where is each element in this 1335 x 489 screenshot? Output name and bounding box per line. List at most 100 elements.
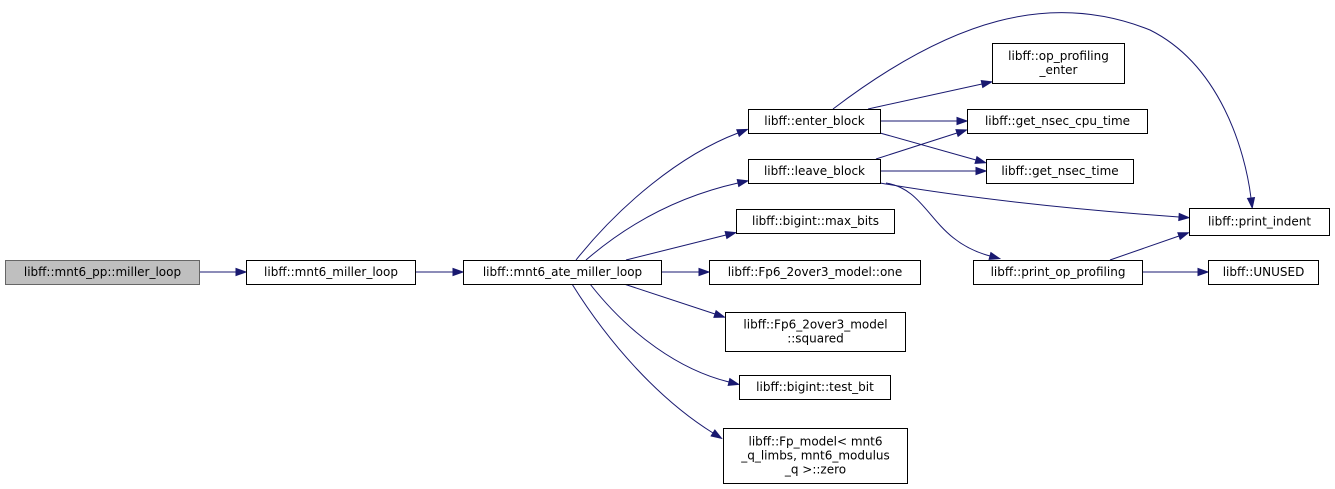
arrowhead-icon (736, 179, 750, 188)
node-label: libff::UNUSED (1223, 265, 1305, 279)
node-label: ::squared (787, 332, 844, 346)
edge-line (589, 283, 730, 383)
node-label: libff::Fp_model< mnt6 (748, 435, 882, 449)
arrowhead-icon (1177, 232, 1190, 241)
node-print-indent[interactable]: libff::print_indent (1189, 208, 1330, 236)
node-box (5, 260, 200, 285)
arrowhead-icon (955, 129, 968, 138)
arrowhead-icon (710, 429, 723, 440)
edge-line (585, 182, 739, 261)
edge-line (879, 132, 977, 161)
edge-print_op_profiling-to-print_indent (1109, 232, 1190, 261)
node-mnt6-ate-miller-loop[interactable]: libff::mnt6_ate_miller_loop (463, 260, 662, 285)
node-test-bit[interactable]: libff::bigint::test_bit (739, 375, 891, 400)
arrowhead-icon (713, 309, 726, 318)
node-label: libff::Fp6_2over3_model (743, 318, 887, 332)
node-label: libff::mnt6_pp::miller_loop (24, 265, 181, 279)
edge-enter_block-to-op_profiling_enter (867, 79, 994, 110)
node-box (739, 375, 891, 400)
arrowhead-icon (975, 166, 988, 176)
node-label: libff::Fp6_2over3_model::one (728, 265, 903, 279)
edge-root-to-mnt6_miller_loop (199, 267, 248, 277)
node-label: libff::get_nsec_cpu_time (985, 114, 1130, 128)
node-label: libff::enter_block (764, 114, 865, 128)
node-label: libff::get_nsec_time (1001, 164, 1118, 178)
edge-line (875, 132, 958, 160)
edge-enter_block-to-get_nsec_time (879, 132, 988, 164)
node-enter-block[interactable]: libff::enter_block (748, 109, 881, 134)
node-print-op-profiling[interactable]: libff::print_op_profiling (973, 260, 1143, 285)
edge-line (571, 283, 714, 434)
arrowhead-icon (452, 267, 465, 277)
node-box (1189, 208, 1330, 236)
arrowhead-icon (956, 116, 969, 126)
node-label: libff::bigint::max_bits (752, 214, 879, 228)
node-box (748, 159, 881, 184)
arrowhead-icon (736, 128, 749, 138)
edge-mnt6_ate_miller_loop-to-enter_block (575, 128, 749, 261)
node-label: _q_limbs, mnt6_modulus (740, 449, 890, 463)
edge-mnt6_ate_miller_loop-to-leave_block (585, 179, 750, 261)
edge-line (867, 83, 983, 110)
node-box (709, 260, 921, 285)
node-box (736, 209, 895, 234)
edge-leave_block-to-print_op_profiling (885, 182, 1002, 260)
node-label: libff::mnt6_miller_loop (264, 265, 398, 279)
edge-line (625, 234, 727, 261)
node-max-bits[interactable]: libff::bigint::max_bits (736, 209, 895, 234)
arrowhead-icon (724, 231, 738, 240)
node-box (723, 428, 908, 484)
edge-print_op_profiling-to-unused (1142, 267, 1210, 277)
node-box (246, 260, 416, 285)
edge-mnt6_ate_miller_loop-to-fp6_one (661, 267, 711, 277)
node-label: _enter (1038, 63, 1077, 77)
edge-leave_block-to-get_nsec_cpu_time (875, 129, 968, 160)
node-box (1208, 260, 1319, 285)
arrowhead-icon (980, 79, 994, 89)
node-box (463, 260, 662, 285)
nodes: libff::mnt6_pp::miller_loop libff::mnt6_m… (5, 43, 1330, 484)
arrowhead-icon (974, 155, 988, 164)
edge-mnt6_ate_miller_loop-to-test_bit (589, 283, 741, 386)
node-get-nsec-cpu-time[interactable]: libff::get_nsec_cpu_time (967, 109, 1148, 134)
node-unused[interactable]: libff::UNUSED (1208, 260, 1319, 285)
node-box (967, 109, 1148, 134)
node-label: libff::print_indent (1208, 215, 1311, 229)
node-label: libff::leave_block (764, 164, 865, 178)
edge-line (575, 132, 739, 261)
edge-enter_block-to-get_nsec_cpu_time (880, 116, 969, 126)
arrowhead-icon (698, 267, 711, 277)
node-box (748, 109, 881, 134)
node-op-profiling-enter[interactable]: libff::op_profiling_enter (992, 43, 1125, 84)
arrowhead-icon (988, 251, 1002, 260)
node-fp6-one[interactable]: libff::Fp6_2over3_model::one (709, 260, 921, 285)
edge-line (623, 283, 716, 315)
edge-leave_block-to-get_nsec_time (880, 166, 988, 176)
arrowhead-icon (1197, 267, 1210, 277)
node-leave-block[interactable]: libff::leave_block (748, 159, 881, 184)
node-root[interactable]: libff::mnt6_pp::miller_loop (5, 260, 200, 285)
edges (199, 12, 1256, 440)
node-fp6-squared[interactable]: libff::Fp6_2over3_model::squared (725, 312, 906, 352)
arrowhead-icon (235, 267, 248, 277)
edge-enter_block-to-print_indent (832, 12, 1256, 210)
node-box (973, 260, 1143, 285)
node-label: _q >::zero (784, 463, 846, 477)
edge-line (832, 12, 1252, 199)
edge-leave_block-to-print_indent (879, 182, 1191, 222)
arrowhead-icon (727, 377, 741, 386)
arrowhead-icon (1246, 196, 1256, 210)
node-mnt6-miller-loop[interactable]: libff::mnt6_miller_loop (246, 260, 416, 285)
node-box (725, 312, 906, 352)
edge-line (879, 182, 1180, 218)
edge-line (1109, 235, 1180, 261)
node-get-nsec-time[interactable]: libff::get_nsec_time (986, 159, 1134, 184)
node-label: libff::mnt6_ate_miller_loop (483, 265, 642, 279)
node-label: libff::op_profiling (1008, 49, 1109, 63)
arrowhead-icon (1178, 212, 1191, 222)
node-label: libff::bigint::test_bit (756, 380, 874, 394)
node-box (992, 43, 1125, 84)
edge-mnt6_ate_miller_loop-to-max_bits (625, 231, 738, 261)
node-fp-zero[interactable]: libff::Fp_model< mnt6_q_limbs, mnt6_modu… (723, 428, 908, 484)
